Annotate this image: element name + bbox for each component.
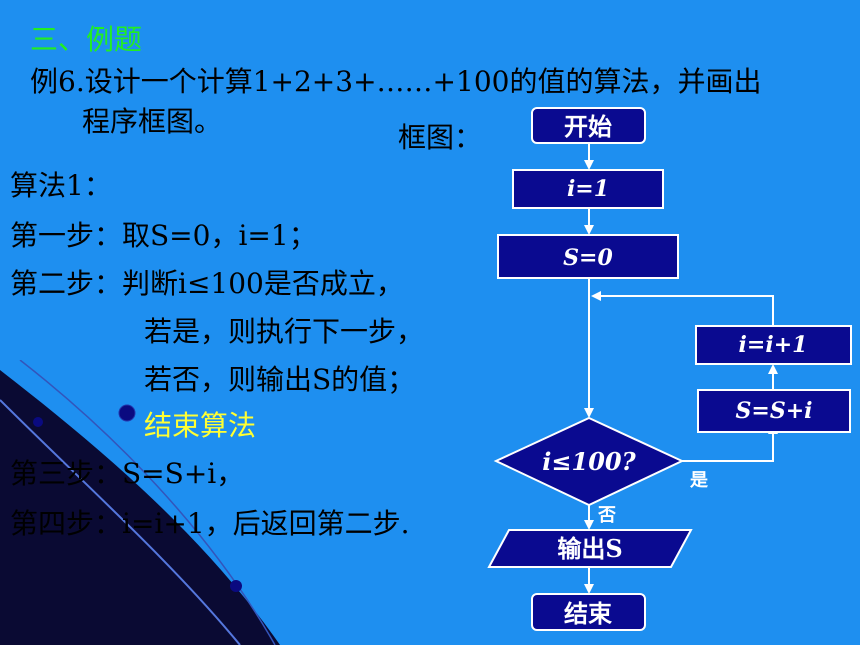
init-i-label: i=1	[567, 176, 609, 202]
start-label: 开始	[564, 112, 612, 141]
connector-loop-back	[600, 295, 774, 326]
init-s-label: S=0	[563, 245, 613, 271]
connector-yes-branch	[682, 432, 774, 462]
algorithm-step-2-no: 若否，则输出S的值；	[144, 363, 416, 396]
accumulate-label: S=S+i	[736, 398, 813, 424]
increment-label: i=i+1	[739, 332, 808, 358]
algorithm-step-2-end: 结束算法	[144, 409, 257, 442]
no-label: 否	[597, 505, 616, 526]
start-terminal	[531, 107, 646, 144]
framework-label: 框图：	[398, 121, 483, 154]
condition-label: i≤100?	[542, 447, 636, 476]
init-i-box	[512, 169, 664, 209]
algorithm-step-4: 第四步：i=i+1，后返回第二步.	[10, 507, 410, 540]
algorithm-title: 算法1：	[10, 169, 112, 202]
increment-box	[695, 325, 852, 365]
algorithm-step-1: 第一步：取S=0，i=1；	[10, 219, 317, 252]
condition-diamond	[493, 416, 685, 507]
algorithm-step-3: 第三步：S=S+i，	[10, 457, 245, 490]
problem-line-1: 例6.设计一个计算1+2+3+……+100的值的算法，并画出	[30, 65, 762, 98]
algorithm-step-2-yes: 若是，则执行下一步，	[144, 315, 425, 348]
problem-line-2: 程序框图。	[82, 105, 223, 138]
init-s-box	[497, 234, 679, 279]
yes-label: 是	[689, 470, 708, 491]
end-terminal	[531, 593, 646, 631]
output-parallelogram	[487, 529, 693, 568]
section-heading: 三、例题	[30, 23, 143, 56]
accumulate-box	[697, 389, 851, 433]
algorithm-step-2: 第二步：判断i≤100是否成立，	[10, 267, 404, 300]
output-label: 输出S	[557, 534, 622, 563]
decorative-swirl	[0, 360, 280, 645]
end-label: 结束	[564, 599, 613, 628]
